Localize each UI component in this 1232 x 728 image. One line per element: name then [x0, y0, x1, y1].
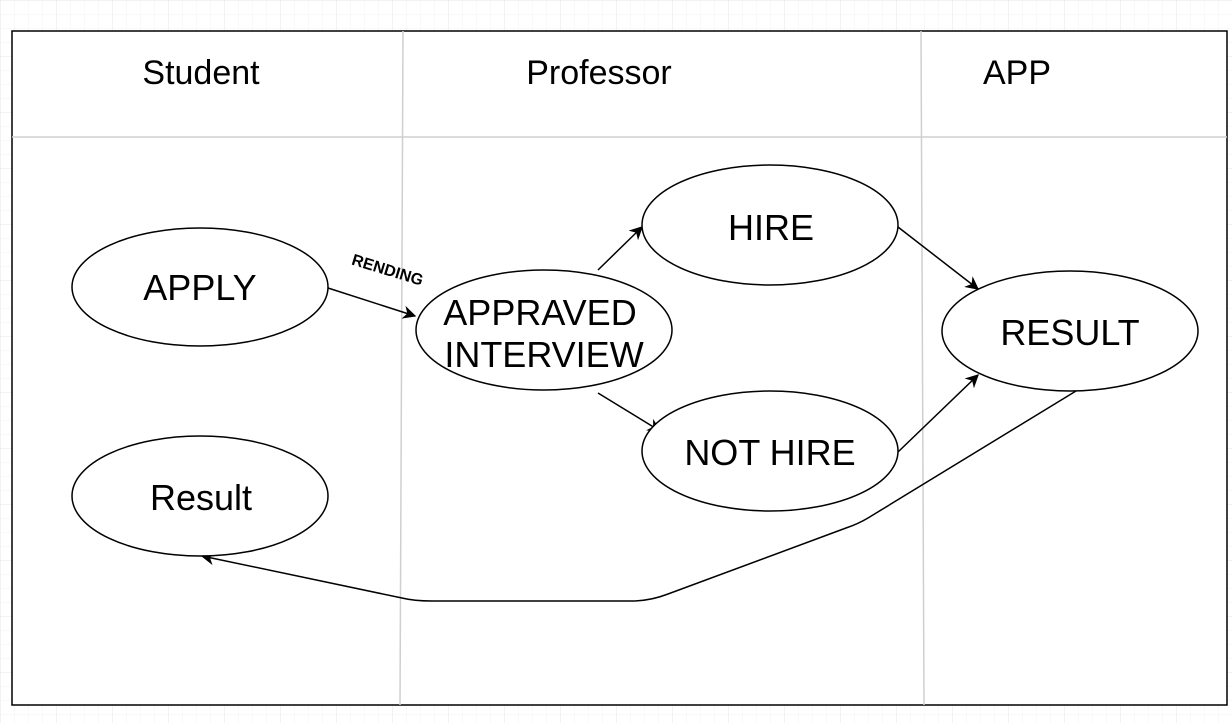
- node-hire[interactable]: HIRE: [641, 164, 899, 286]
- node-apply[interactable]: APPLY: [71, 227, 329, 347]
- node-hire-label: HIRE: [728, 207, 814, 248]
- node-approved-interview-label-line2: INTERVIEW: [444, 334, 643, 375]
- node-result-app-shape: [941, 270, 1199, 392]
- lane-divider-1: [399, 30, 404, 706]
- lane-divider-2: [920, 30, 925, 706]
- node-approved-interview-shape: [415, 269, 673, 391]
- edge-hire-to-result[interactable]: [897, 226, 980, 290]
- node-result-app[interactable]: RESULT: [941, 270, 1199, 392]
- node-result-student-shape: [71, 435, 329, 557]
- edge-apply-to-interview[interactable]: [327, 287, 417, 319]
- node-not-hire-shape: [641, 390, 899, 512]
- node-not-hire[interactable]: NOT HIRE: [641, 390, 899, 512]
- node-result-student-label: Result: [150, 477, 252, 518]
- edge-interview-to-not-hire[interactable]: [597, 392, 662, 432]
- node-apply-label: APPLY: [143, 267, 256, 308]
- edge-not-hire-to-result[interactable]: [897, 374, 979, 453]
- edge-interview-to-hire[interactable]: [597, 226, 643, 271]
- lane-title-student[interactable]: Student: [142, 54, 260, 92]
- node-approved-interview[interactable]: APPRAVED INTERVIEW: [415, 269, 673, 391]
- node-approved-interview-label-line1: APPRAVED: [443, 292, 636, 333]
- node-not-hire-label: NOT HIRE: [684, 432, 855, 473]
- edge-result-to-student-result[interactable]: [200, 390, 1077, 602]
- node-apply-shape: [71, 227, 329, 347]
- lane-title-professor[interactable]: Professor: [526, 54, 672, 92]
- node-result-app-label: RESULT: [1000, 312, 1139, 353]
- node-result-student[interactable]: Result: [71, 435, 329, 557]
- node-hire-shape: [641, 164, 899, 286]
- lane-title-app[interactable]: APP: [983, 54, 1051, 92]
